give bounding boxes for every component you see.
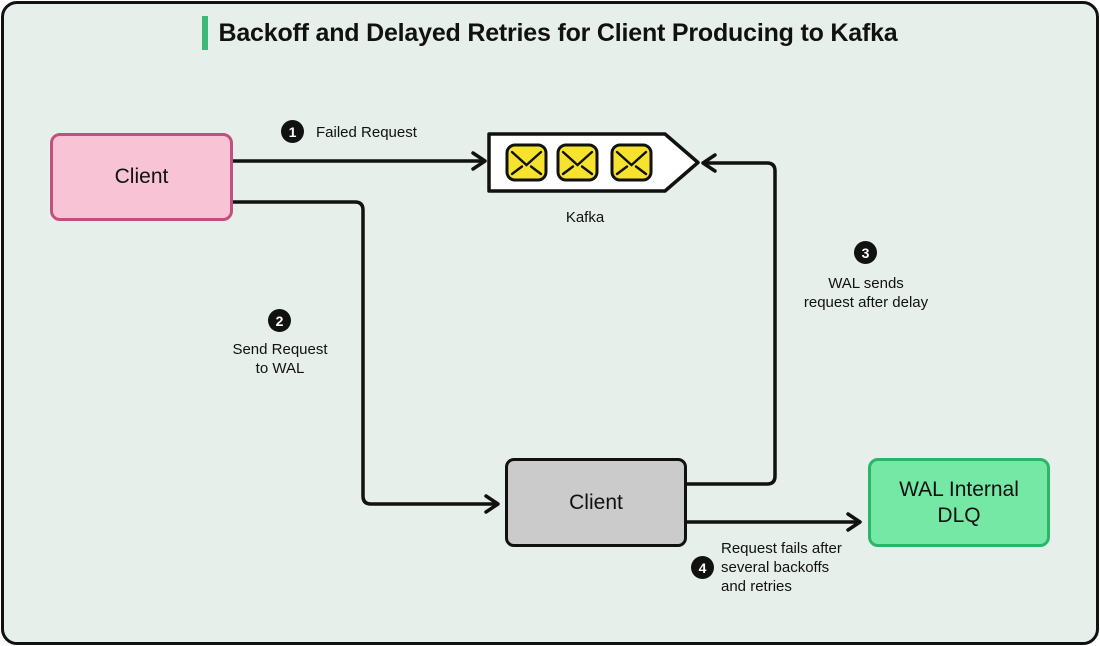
node-client-source-label: Client [114, 165, 169, 188]
page-title: Backoff and Delayed Retries for Client P… [218, 18, 898, 47]
connector-send-to-wal [231, 200, 500, 514]
step-1-badge: 1 [281, 120, 304, 143]
step-2-label: Send Request to WAL [232, 341, 328, 377]
connector-wal-retry [685, 153, 777, 486]
step-1-label: Failed Request [316, 124, 417, 141]
step-3-badge: 3 [854, 241, 877, 264]
step-2-badge: 2 [268, 309, 291, 332]
envelope-icon [610, 143, 653, 182]
diagram-title-row: Backoff and Delayed Retries for Client P… [0, 16, 1100, 50]
node-client-wal: Client [505, 458, 687, 547]
node-wal-dlq-label: WAL Internal DLQ [899, 478, 1019, 527]
node-client-source: Client [50, 133, 233, 221]
step-4-badge: 4 [691, 556, 714, 579]
envelope-icon [505, 143, 548, 182]
envelope-icon [556, 143, 599, 182]
step-4-label: Request fails after several backoffs and… [721, 540, 842, 595]
node-wal-dlq: WAL Internal DLQ [868, 458, 1050, 547]
connector-to-dlq [685, 512, 862, 532]
kafka-label: Kafka [565, 209, 605, 226]
connector-failed-request [231, 151, 487, 171]
title-accent-bar [202, 16, 209, 50]
step-3-label: WAL sends request after delay [803, 275, 929, 311]
node-client-wal-label: Client [569, 490, 623, 514]
